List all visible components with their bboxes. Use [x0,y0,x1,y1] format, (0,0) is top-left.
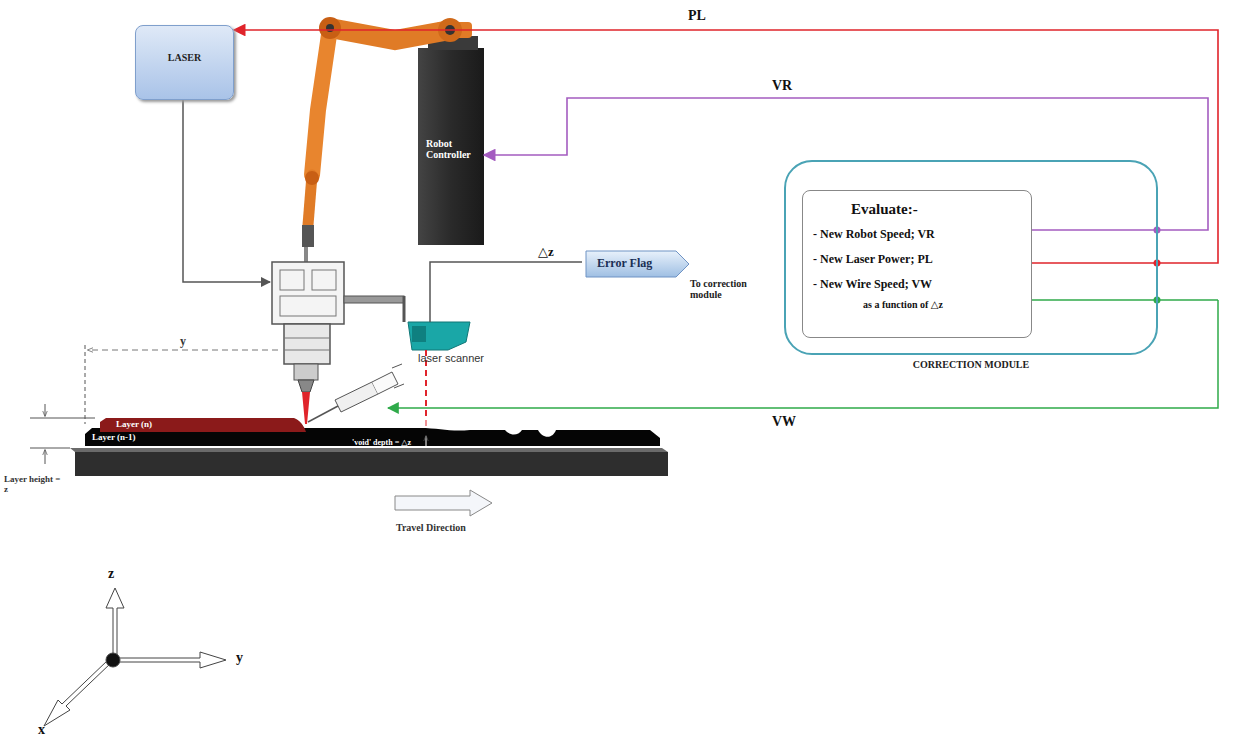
axes [44,588,226,726]
signal-line [430,262,582,322]
node-text: Error Flag [597,256,694,271]
node-text: as a function of △z [863,297,1021,313]
wire-nozzle [308,364,404,422]
fibre-line [183,100,270,282]
void-arrow [426,418,427,448]
annotation: y [180,334,186,349]
node-text: LASER [136,52,233,63]
axis-label: y [236,650,243,666]
correction-module: CORRECTION MODULEEvaluate:-- New Robot S… [784,160,1158,355]
node-text: Robot Controller [426,138,484,160]
axis-label: z [108,566,114,582]
layer-height-marks [30,404,95,464]
node-text: - New Laser Power; PL [813,247,1021,272]
travel-arrow [395,490,492,516]
node-text: CORRECTION MODULE [786,359,1156,370]
annotation: Layer height = z [4,474,64,494]
laser-head [272,262,404,424]
signal-label: PL [688,8,706,24]
annotation: VW [772,414,796,430]
signal-label: VR [772,78,792,94]
controller-cabinet [418,48,484,245]
substrate [70,418,668,476]
error-flag: Error Flag [585,250,694,278]
node-text: Layer (n) [116,419,152,429]
annotation: △z [538,244,554,260]
layer-n-1-label: Layer (n-1) [92,432,136,444]
annotation: laser scanner [418,352,484,364]
node-text: - New Wire Speed; VW [813,272,1021,297]
annotation: Travel Direction [396,522,466,533]
axis-label: x [38,722,45,738]
signal-connector [234,30,1218,263]
annotation: To correction module [690,278,762,300]
connectors [234,30,1218,304]
laser-box: LASER [135,25,234,100]
node-text: Evaluate:- [851,197,1021,222]
layer-n-label: Layer (n) [116,419,152,431]
layer-n-band [100,418,306,432]
node-text: - New Robot Speed; VR [813,222,1021,247]
annotation: 'void' depth = △z [352,437,411,447]
evaluate-box: Evaluate:-- New Robot Speed; VR- New Las… [802,190,1032,338]
wire-speed-line [1032,299,1218,301]
node-text: Layer (n-1) [92,432,136,442]
dimension-line [85,345,86,424]
controller-label: Robot Controller [418,138,484,170]
dimension-line [88,350,278,351]
